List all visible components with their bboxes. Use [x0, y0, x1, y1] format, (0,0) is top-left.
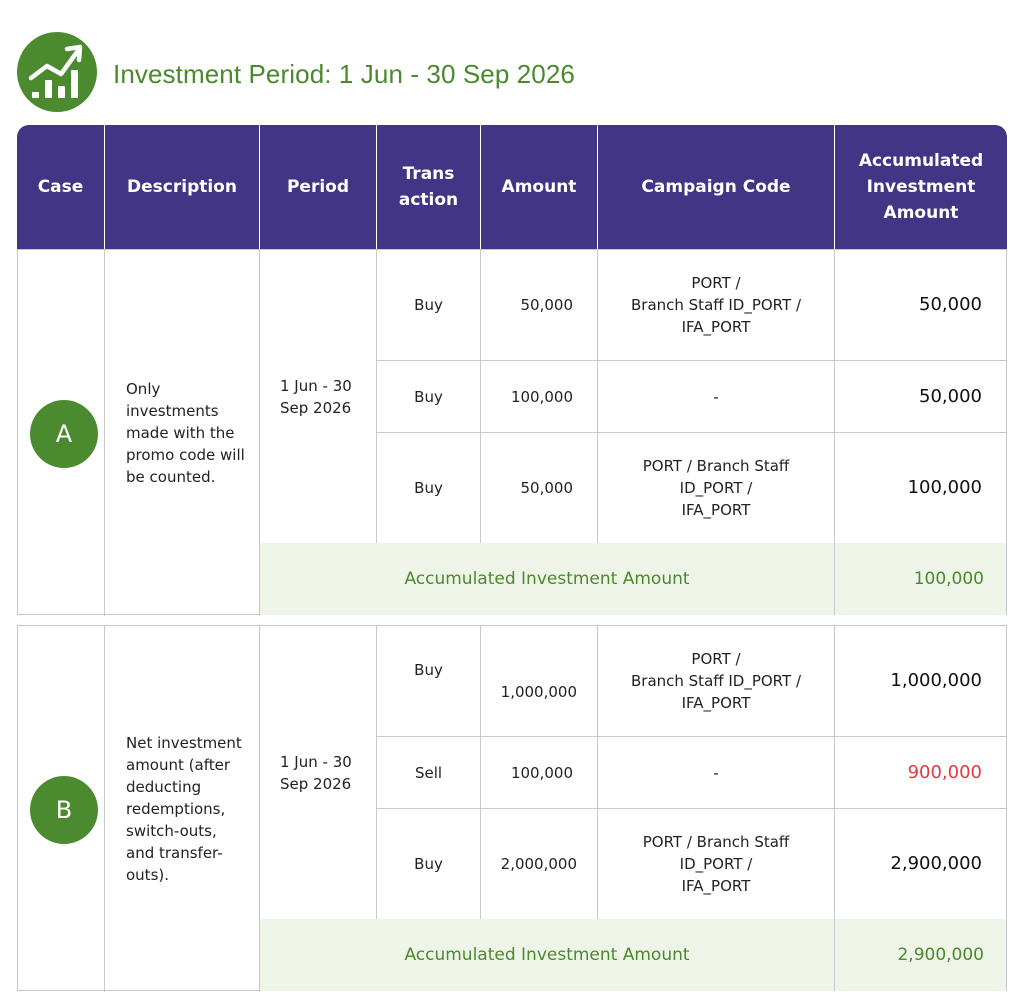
summary-label: Accumulated Investment Amount — [404, 569, 690, 589]
accumulated-value: 50,000 — [919, 386, 982, 407]
campaign-code: - — [713, 763, 719, 782]
column-header-accumulated: Accumulated Investment Amount — [858, 151, 984, 223]
case-description: Net investment amount (after deducting r… — [126, 734, 242, 884]
summary-label: Accumulated Investment Amount — [404, 945, 690, 965]
accumulated-value: 50,000 — [919, 294, 982, 315]
page-title: Investment Period: 1 Jun - 30 Sep 2026 — [113, 59, 575, 89]
campaign-code: - — [713, 387, 719, 406]
amount-value: 50,000 — [520, 296, 574, 314]
column-header-period: Period — [286, 177, 350, 197]
accumulated-value: 1,000,000 — [890, 670, 982, 691]
summary-value: 100,000 — [913, 569, 984, 589]
campaign-code: PORT / Branch Staff ID_PORT / IFA_PORT — [630, 650, 802, 712]
campaign-code: PORT / Branch Staff ID_PORT / IFA_PORT — [642, 457, 790, 519]
amount-value: 100,000 — [510, 388, 573, 406]
case-description: Only investments made with the promo cod… — [126, 380, 245, 486]
summary-row — [260, 919, 1006, 991]
summary-row — [260, 543, 1006, 615]
column-header-description: Description — [127, 177, 237, 197]
campaign-code: PORT / Branch Staff ID_PORT / IFA_PORT — [630, 274, 802, 336]
transaction-type: Buy — [414, 855, 443, 873]
growth-chart-icon — [17, 32, 97, 112]
transaction-type: Buy — [414, 387, 443, 406]
campaign-code: PORT / Branch Staff ID_PORT / IFA_PORT — [642, 833, 790, 895]
summary-value: 2,900,000 — [897, 945, 984, 965]
accumulated-value: 2,900,000 — [890, 853, 982, 874]
case-b-block: B Net investment amount (after deducting… — [17, 625, 1007, 992]
transaction-type: Buy — [414, 479, 443, 497]
accumulated-value: 900,000 — [907, 762, 982, 783]
transaction-type: Buy — [414, 296, 443, 314]
amount-value: 50,000 — [520, 479, 574, 497]
case-period: 1 Jun - 30 Sep 2026 — [280, 377, 352, 417]
transaction-type: Buy — [414, 661, 443, 679]
column-header-campaign-code: Campaign Code — [641, 177, 791, 197]
case-period: 1 Jun - 30 Sep 2026 — [280, 753, 352, 793]
column-header-case: Case — [37, 177, 84, 197]
table-header: Case Description Period Trans action Amo… — [17, 125, 1007, 249]
amount-value: 2,000,000 — [500, 855, 577, 873]
case-badge: B — [30, 776, 98, 844]
accumulated-value: 100,000 — [907, 477, 982, 498]
transaction-type: Sell — [414, 763, 443, 782]
case-a-block: A Only investments made with the promo c… — [17, 249, 1007, 616]
column-header-amount: Amount — [501, 177, 577, 197]
case-badge: A — [30, 400, 98, 468]
amount-value: 100,000 — [510, 764, 573, 782]
amount-value: 1,000,000 — [500, 683, 577, 701]
column-header-transaction: Trans action — [398, 164, 459, 210]
